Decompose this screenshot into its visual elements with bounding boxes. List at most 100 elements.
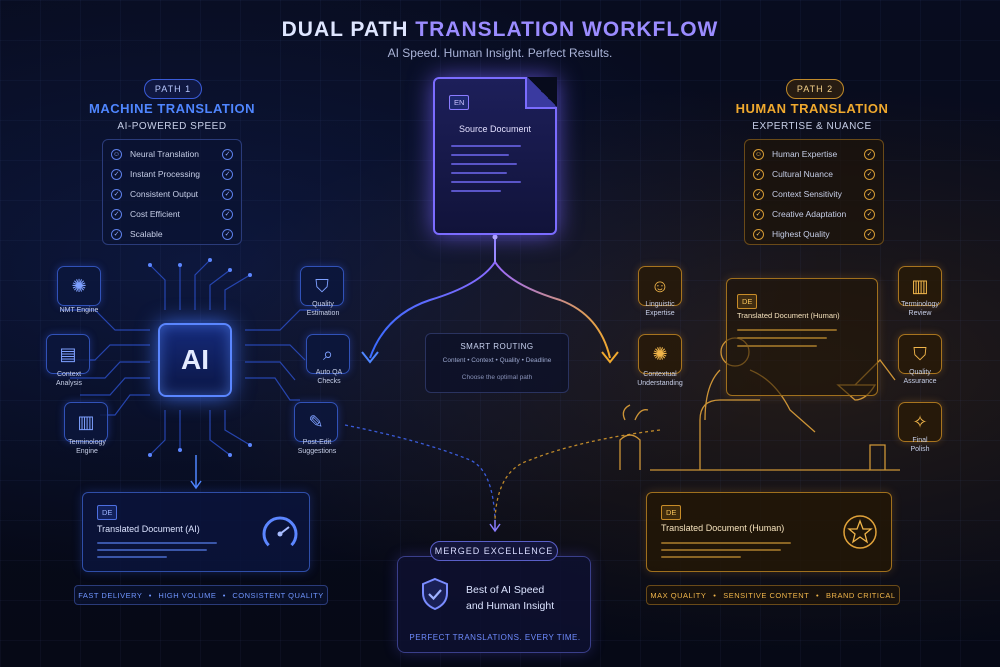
check-icon: ✓ xyxy=(111,168,122,180)
feature-item: ✓Cost Efficient✓ xyxy=(111,204,233,224)
routing-caption: Choose the optimal path xyxy=(461,374,533,381)
check-icon: ✓ xyxy=(111,228,122,240)
page-subtitle: AI Speed. Human Insight. Perfect Results… xyxy=(387,46,613,60)
language-tag: DE xyxy=(737,294,758,309)
text-line xyxy=(661,556,741,558)
merged-line2: and Human Insight xyxy=(466,600,555,612)
text-line xyxy=(661,549,781,551)
circuit-traces xyxy=(60,259,320,456)
feature-item: ✓Highest Quality✓ xyxy=(753,224,875,244)
machine-strip: FAST DELIVERY•HIGH VOLUME•CONSISTENT QUA… xyxy=(74,585,328,605)
feature-item: ✓Cultural Nuance✓ xyxy=(753,164,875,184)
route-to-human xyxy=(494,261,611,359)
brain-icon[interactable]: ✺ xyxy=(57,266,101,306)
brain-icon[interactable]: ✺ xyxy=(638,334,682,374)
text-line xyxy=(97,556,167,558)
check-icon: ✓ xyxy=(753,188,764,200)
screen-label: Translated Document (Human) xyxy=(737,311,840,320)
text-line xyxy=(661,542,791,544)
feature-item: ☺Neural Translation✓ xyxy=(111,144,233,164)
text-line xyxy=(97,542,217,544)
text-line xyxy=(97,549,207,551)
path2-badge: PATH 2 xyxy=(786,79,844,99)
feature-item: ✓Context Sensitivity✓ xyxy=(753,184,875,204)
text-line xyxy=(451,145,521,147)
person-icon: ☺ xyxy=(111,148,122,160)
speedometer-icon xyxy=(262,516,298,552)
ai-output-label: Translated Document (AI) xyxy=(97,524,200,534)
language-tag: DE xyxy=(97,505,118,520)
check-icon: ✓ xyxy=(753,168,764,180)
routing-title: SMART ROUTING xyxy=(460,342,534,351)
feature-item: ✓Scalable✓ xyxy=(111,224,233,244)
person-icon[interactable]: ☺ xyxy=(638,266,682,306)
human-output-label: Translated Document (Human) xyxy=(661,523,785,533)
document-search-icon[interactable]: ▤ xyxy=(46,334,90,374)
routing-criteria: Content • Context • Quality • Deadline xyxy=(442,357,552,364)
merged-footer: PERFECT TRANSLATIONS. EVERY TIME. xyxy=(409,633,581,642)
merged-line1: Best of AI Speed xyxy=(466,584,545,596)
machine-feature-list: ☺Neural Translation✓ ✓Instant Processing… xyxy=(102,139,242,245)
check-icon: ✓ xyxy=(753,208,764,220)
text-line xyxy=(451,172,507,174)
check-icon: ✓ xyxy=(111,188,122,200)
check-icon: ✓ xyxy=(864,148,875,160)
text-line xyxy=(737,345,817,347)
sparkle-icon[interactable]: ✧ xyxy=(898,402,942,442)
human-subtitle: EXPERTISE & NUANCE xyxy=(752,121,872,132)
check-icon: ✓ xyxy=(222,228,233,240)
text-line xyxy=(451,163,517,165)
merged-excellence-card: Best of AI Speed and Human Insight PERFE… xyxy=(397,556,591,653)
machine-title: MACHINE TRANSLATION xyxy=(89,101,255,116)
feature-item: ✓Consistent Output✓ xyxy=(111,184,233,204)
human-feature-list: ☺Human Expertise✓ ✓Cultural Nuance✓ ✓Con… xyxy=(744,139,884,245)
human-strip: MAX QUALITY•SENSITIVE CONTENT•BRAND CRIT… xyxy=(646,585,900,605)
person-icon: ☺ xyxy=(753,148,764,160)
human-output-document[interactable]: DE Translated Document (Human) xyxy=(646,492,892,572)
check-icon: ✓ xyxy=(222,148,233,160)
text-line xyxy=(451,190,501,192)
shield-icon[interactable]: ⛉ xyxy=(898,334,942,374)
text-line xyxy=(737,329,837,331)
ai-chip[interactable]: AI xyxy=(158,323,232,397)
feature-item: ✓Creative Adaptation✓ xyxy=(753,204,875,224)
book-icon[interactable]: ▥ xyxy=(898,266,942,306)
ai-output-document[interactable]: DE Translated Document (AI) xyxy=(82,492,310,572)
text-line xyxy=(451,181,521,183)
check-icon: ✓ xyxy=(864,188,875,200)
check-icon: ✓ xyxy=(222,188,233,200)
star-badge-icon xyxy=(843,515,877,549)
page-title: DUAL PATH TRANSLATION WORKFLOW xyxy=(281,18,719,41)
merged-badge: MERGED EXCELLENCE xyxy=(430,541,558,561)
source-label: Source Document xyxy=(458,124,532,134)
page-fold xyxy=(525,77,557,109)
human-title: HUMAN TRANSLATION xyxy=(735,101,889,116)
check-icon: ✓ xyxy=(753,228,764,240)
shield-icon[interactable]: ⛉ xyxy=(300,266,344,306)
circuit-nodes xyxy=(148,258,252,457)
source-document[interactable]: EN Source Document xyxy=(433,77,557,235)
route-to-machine xyxy=(369,261,496,359)
feature-item: ✓Instant Processing✓ xyxy=(111,164,233,184)
magnifier-icon[interactable]: ⌕ xyxy=(306,334,350,374)
text-line xyxy=(451,154,509,156)
language-tag: DE xyxy=(661,505,682,520)
pencil-icon[interactable]: ✎ xyxy=(294,402,338,442)
node-label-nmt: NMT Engine xyxy=(59,307,99,314)
machine-subtitle: AI-POWERED SPEED xyxy=(117,121,227,132)
smart-routing-box: SMART ROUTING Content • Context • Qualit… xyxy=(425,333,569,393)
check-icon: ✓ xyxy=(864,208,875,220)
book-icon[interactable]: ▥ xyxy=(64,402,108,442)
check-icon: ✓ xyxy=(111,208,122,220)
